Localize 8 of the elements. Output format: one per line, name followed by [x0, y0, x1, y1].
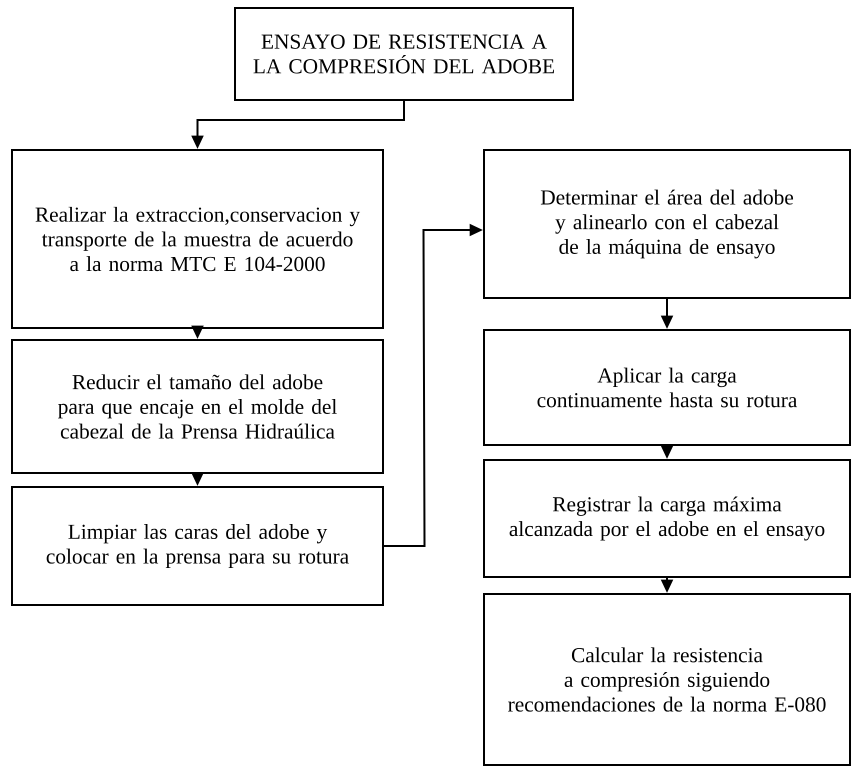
process-box: Reducir el tamaño del adobe para que encaje en el molde del cabezal de la Prensa Hidraúlica: [11, 339, 384, 474]
process-box: Limpiar las caras del adobe y colocar en la prensa para su rotura: [11, 486, 384, 606]
process-box: Determinar el área del adobe y alinearlo con el cabezal de la máquina de ensayo: [483, 149, 851, 299]
process-box: Aplicar la carga continuamente hasta su rotura: [483, 329, 851, 446]
process-box: Realizar la extraccion,conservacion y transporte de la muestra de acuerdo a la norma MTC E 104-2000: [11, 149, 384, 329]
process-box: Registrar la carga máxima alcanzada por el adobe en el ensayo: [483, 459, 851, 578]
title-box: ENSAYO DE RESISTENCIA A LA COMPRESIÓN DEL ADOBE: [234, 7, 574, 101]
process-box: Calcular la resistencia a compresión siguiendo recomendaciones de la norma E-080: [483, 593, 851, 766]
